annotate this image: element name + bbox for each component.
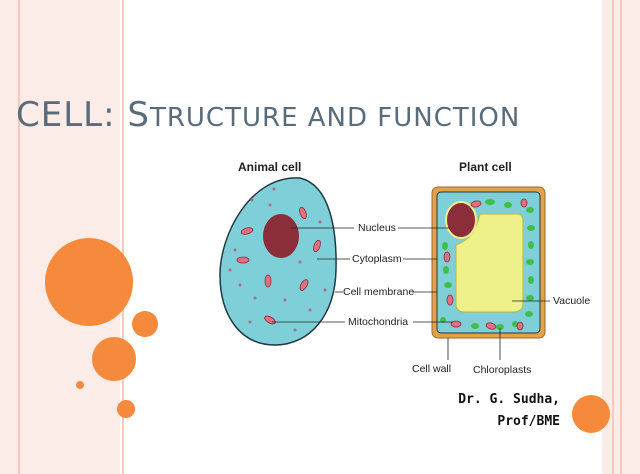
right-line-2 [620, 0, 622, 474]
title-smallcaps-text: TRUCTURE AND FUNCTION [149, 103, 521, 133]
small-orange-circle-1 [132, 311, 158, 337]
label-chloroplasts: Chloroplasts [473, 364, 532, 376]
author-title: Prof/BME [497, 414, 560, 429]
right-line-1 [612, 0, 614, 474]
label-cytoplasm: Cytoplasm [352, 253, 402, 265]
left-decorative-band [0, 0, 120, 474]
plant-cell-heading: Plant cell [459, 160, 512, 174]
slide-title: CELL: STRUCTURE AND FUNCTION [16, 95, 520, 135]
plant-nucleus [445, 201, 477, 239]
plant-chloroplasts [440, 199, 535, 330]
animal-cell-heading: Animal cell [238, 160, 302, 174]
large-orange-circle [45, 238, 133, 326]
corner-orange-circle [572, 395, 610, 433]
label-nucleus: Nucleus [358, 222, 396, 234]
leader-lines [272, 227, 550, 360]
small-orange-circle-2 [117, 400, 135, 418]
label-mitochondria: Mitochondria [348, 316, 409, 328]
plant-vacuole [455, 213, 524, 313]
label-vacuole: Vacuole [553, 295, 591, 307]
plant-cell [431, 186, 546, 339]
tiny-orange-circle [76, 381, 84, 389]
animal-cytoplasm [219, 177, 337, 346]
label-cell-wall: Cell wall [412, 363, 452, 375]
label-cell-membrane: Cell membrane [343, 286, 415, 298]
animal-nucleus [263, 214, 299, 258]
animal-cell [219, 177, 337, 346]
author-name: Dr. G. Sudha, [458, 392, 560, 407]
animal-cytoplasm-dots [228, 187, 327, 332]
plant-mitochondria [443, 198, 528, 331]
slide-title-area: CELL: STRUCTURE AND FUNCTION [0, 95, 640, 145]
left-line-2 [122, 0, 124, 474]
medium-orange-circle [92, 337, 136, 381]
title-main-text: CELL: S [16, 95, 150, 135]
left-line-1 [18, 0, 20, 474]
animal-mitochondria [236, 206, 321, 325]
